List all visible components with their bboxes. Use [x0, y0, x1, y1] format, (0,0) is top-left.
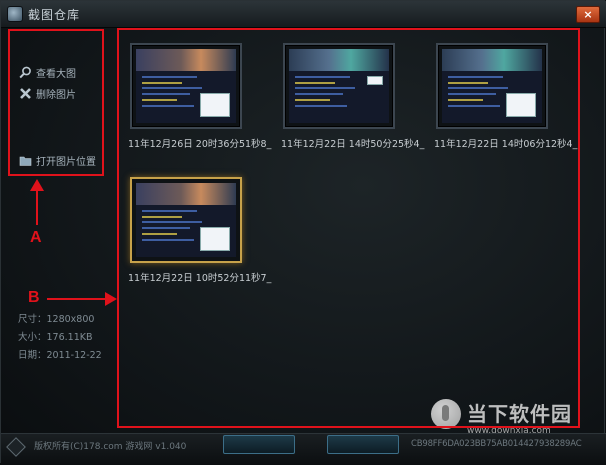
title-bar[interactable]: 截图仓库 × [1, 1, 606, 28]
annotation-label-a: A [30, 229, 42, 246]
app-icon [7, 6, 23, 22]
window-title: 截图仓库 [28, 8, 81, 22]
image-date: 日期：2011-12-22 [18, 350, 102, 361]
build-code: CB98FF6DA023BB75AB014427938289AC [411, 439, 582, 449]
thumbnail-item-selected[interactable]: 11年12月22日 10时52分11秒7_ [126, 177, 272, 284]
game-screenshot-preview [136, 183, 236, 257]
annotation-arrow-a [36, 187, 38, 225]
thumbnail-label: 11年12月26日 20时36分51秒8_ [128, 139, 272, 150]
delete-x-icon [19, 87, 32, 100]
thumbnail-label: 11年12月22日 14时06分12秒4_ [434, 139, 578, 150]
close-button[interactable]: × [576, 6, 600, 23]
copyright-text: 版权所有(C)178.com 游戏网 v1.040 [34, 442, 187, 452]
arrow-right-icon [105, 292, 117, 306]
downxia-logo-icon [431, 399, 461, 429]
footer-ornament [327, 435, 399, 454]
delete-image-button[interactable]: 删除图片 [19, 85, 76, 101]
game-screenshot-preview [442, 49, 542, 123]
thumbnail-image[interactable] [130, 177, 242, 263]
thumbnail-image[interactable] [130, 43, 242, 129]
thumbnail-image[interactable] [436, 43, 548, 129]
action-sidebar: 查看大图 删除图片 打开图片位置 [11, 32, 103, 172]
diamond-grip-icon [6, 437, 26, 457]
thumbnail-item[interactable]: 11年12月22日 14时50分25秒4_ [279, 43, 425, 150]
thumbnail-image[interactable] [283, 43, 395, 129]
image-dimensions: 尺寸：1280x800 [18, 314, 95, 325]
thumbnail-label: 11年12月22日 10时52分11秒7_ [128, 273, 272, 284]
view-large-image-button[interactable]: 查看大图 [19, 64, 76, 80]
annotation-label-b: B [28, 289, 40, 306]
folder-icon [19, 154, 32, 167]
footer-ornament [223, 435, 295, 454]
annotation-box-b [117, 28, 580, 428]
open-image-location-button[interactable]: 打开图片位置 [19, 152, 96, 168]
thumbnail-item[interactable]: 11年12月22日 14时06分12秒4_ [432, 43, 578, 150]
open-image-location-label: 打开图片位置 [36, 156, 96, 168]
image-filesize: 大小：176.11KB [18, 332, 93, 343]
watermark-url: www.downxia.com [467, 426, 551, 436]
thumbnail-item[interactable]: 11年12月26日 20时36分51秒8_ [126, 43, 272, 150]
thumbnail-label: 11年12月22日 14时50分25秒4_ [281, 139, 425, 150]
status-footer: 版权所有(C)178.com 游戏网 v1.040 CB98FF6DA023BB… [1, 433, 606, 465]
game-screenshot-preview [289, 49, 389, 123]
file-info-panel: 尺寸：1280x800 大小：176.11KB 日期：2011-12-22 [18, 311, 102, 365]
magnifier-icon [19, 66, 32, 79]
arrow-up-icon [30, 179, 44, 191]
annotation-arrow-b [47, 298, 107, 300]
game-screenshot-preview [136, 49, 236, 123]
annotation-box-a [8, 29, 104, 176]
thumbnail-gallery: 11年12月26日 20时36分51秒8_ 11年12月22日 14时50分25… [120, 31, 578, 427]
downxia-watermark: 当下软件园 www.downxia.com [431, 396, 601, 456]
watermark-brand: 当下软件园 [467, 402, 572, 426]
delete-image-label: 删除图片 [36, 89, 76, 101]
view-large-image-label: 查看大图 [36, 68, 76, 80]
